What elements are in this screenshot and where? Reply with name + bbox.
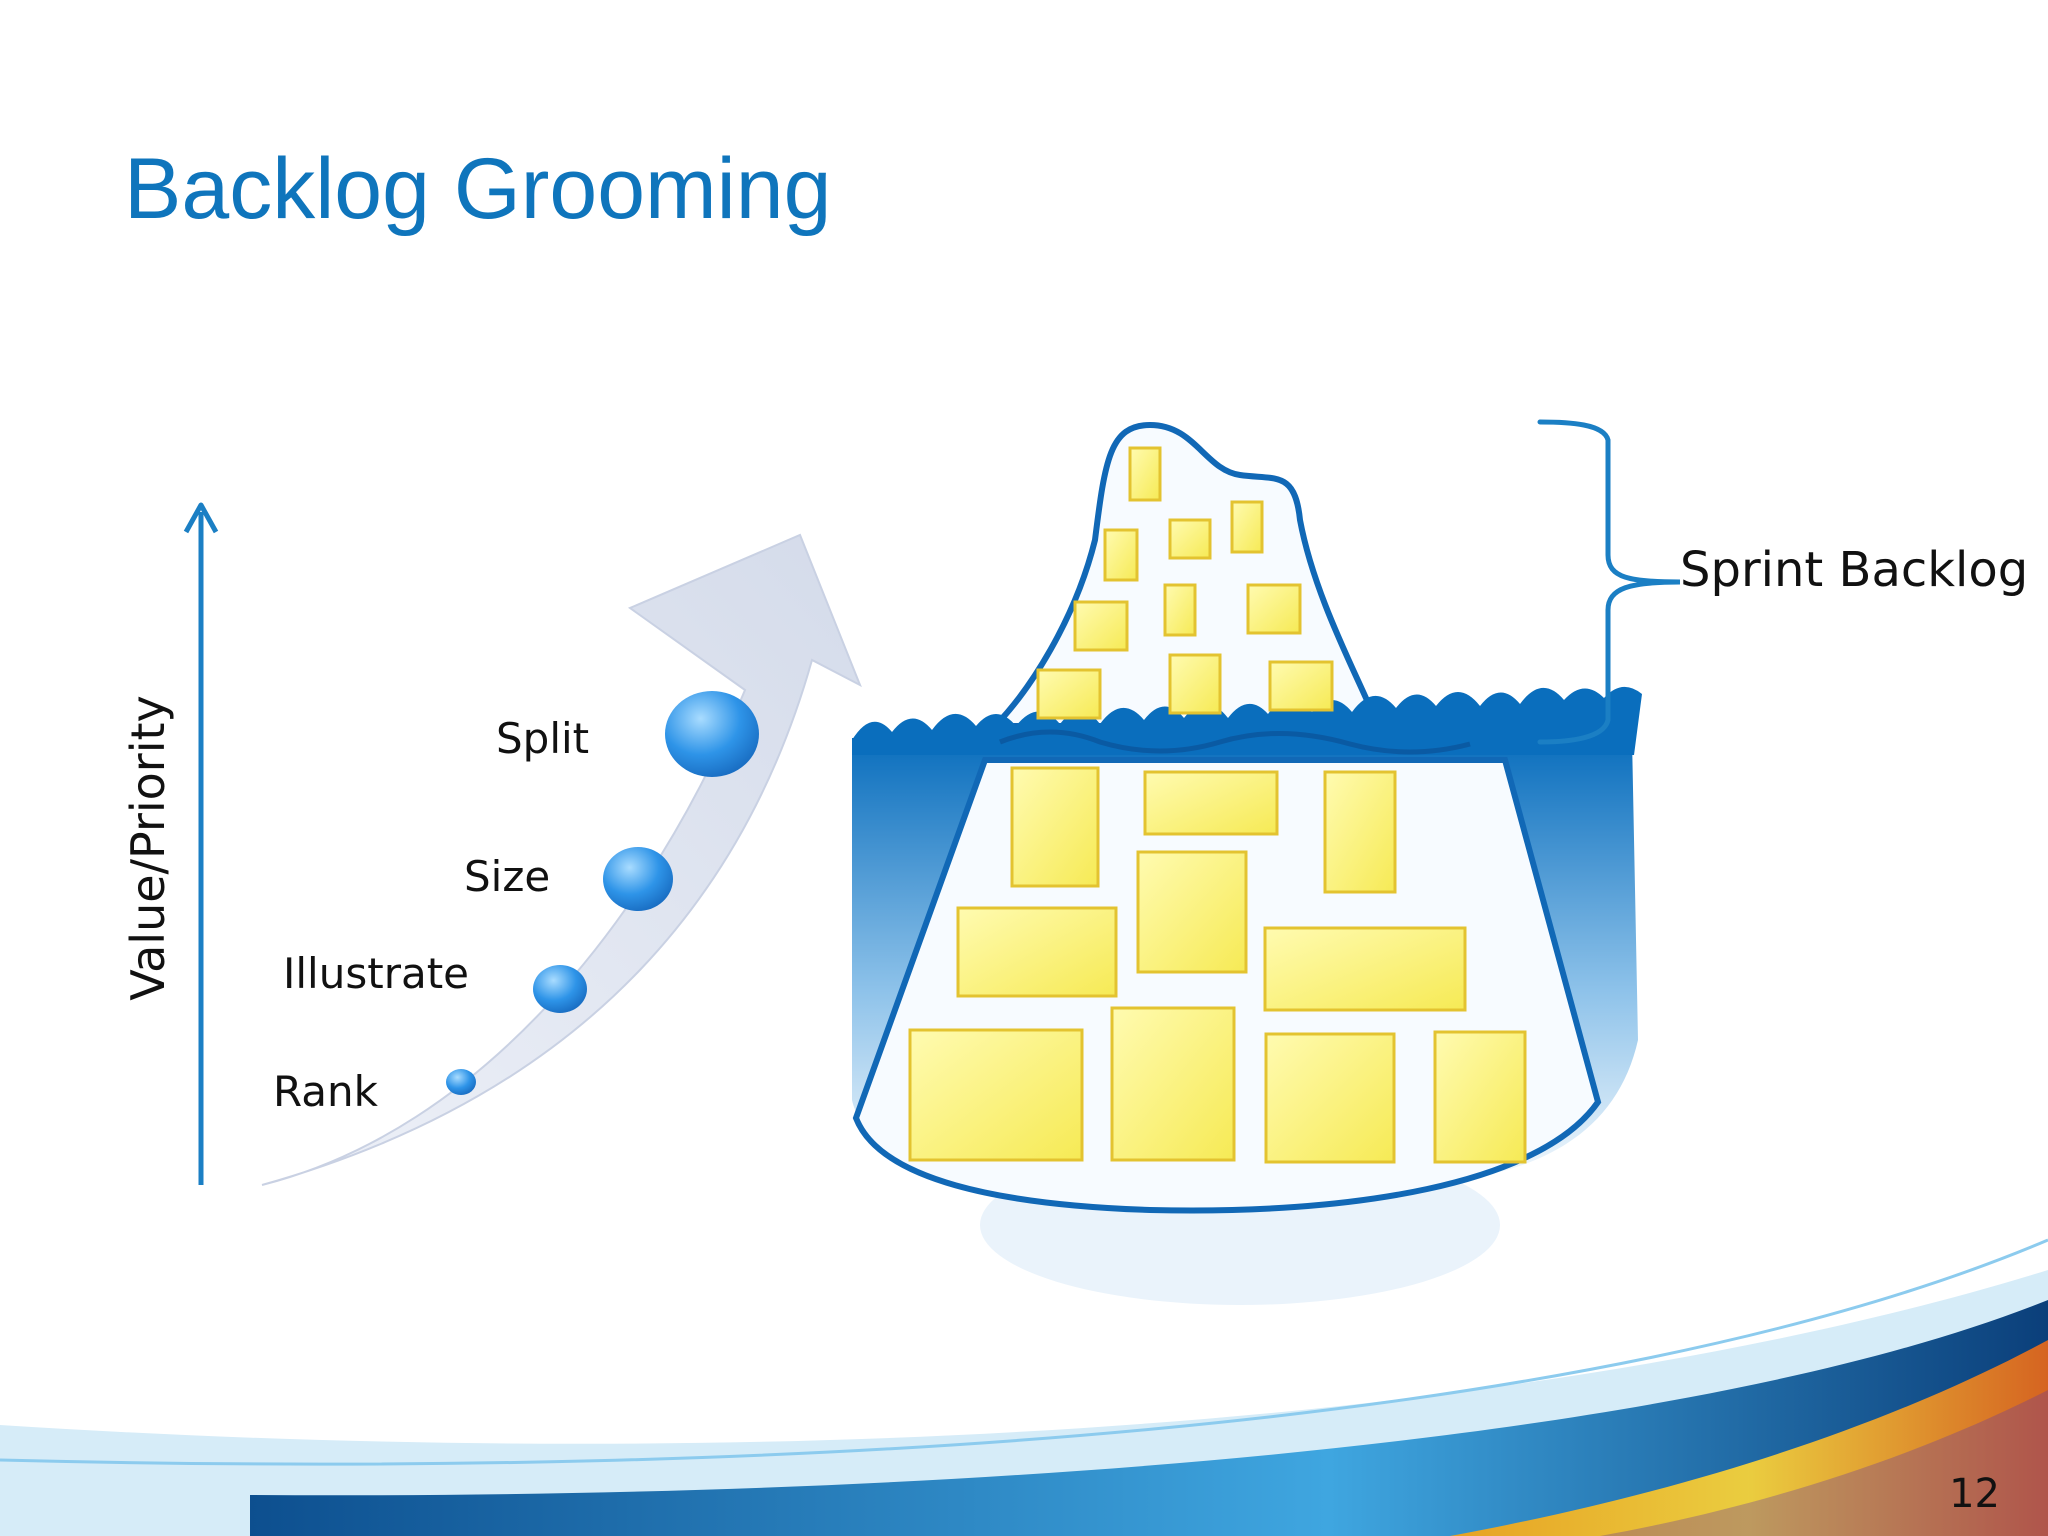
sticky-note: [1163, 583, 1197, 637]
sticky-note: [1073, 600, 1129, 652]
sticky-note: [1103, 528, 1139, 582]
sprint-backlog-bracket: [1537, 419, 1681, 745]
sticky-note: [1263, 926, 1467, 1012]
sticky-note: [1036, 668, 1102, 720]
step-label-rank: Rank: [273, 1067, 378, 1116]
sticky-notes: [908, 446, 1527, 1164]
slide-title: Backlog Grooming: [124, 141, 832, 237]
sticky-note: [1010, 766, 1100, 888]
sticky-note: [1143, 770, 1279, 836]
sticky-note: [1230, 500, 1264, 554]
step-bubbles: [446, 691, 759, 1095]
sticky-note: [1128, 446, 1162, 502]
sticky-note: [956, 906, 1118, 998]
sticky-note: [1168, 518, 1212, 560]
sticky-note: [1136, 850, 1248, 974]
value-priority-arrow: [183, 502, 219, 1185]
sticky-note: [1110, 1006, 1236, 1162]
decorative-swoosh: [0, 1238, 2048, 1536]
sprint-backlog-label: Sprint Backlog: [1680, 542, 2029, 598]
split-bubble: [665, 691, 759, 777]
sticky-note: [908, 1028, 1084, 1162]
sticky-note: [1264, 1032, 1396, 1164]
page-number: 12: [1949, 1471, 2000, 1517]
step-label-split: Split: [496, 714, 590, 763]
sticky-note: [1246, 583, 1302, 635]
sticky-note: [1168, 653, 1222, 715]
sticky-note: [1268, 660, 1334, 712]
value-priority-label: Value/Priority: [121, 695, 175, 1001]
size-bubble: [603, 847, 673, 911]
sticky-note: [1433, 1030, 1527, 1164]
sticky-note: [1323, 770, 1397, 894]
step-label-illustrate: Illustrate: [283, 949, 470, 998]
illustrate-bubble: [533, 965, 587, 1013]
rank-bubble: [446, 1069, 476, 1095]
step-label-size: Size: [464, 852, 551, 901]
